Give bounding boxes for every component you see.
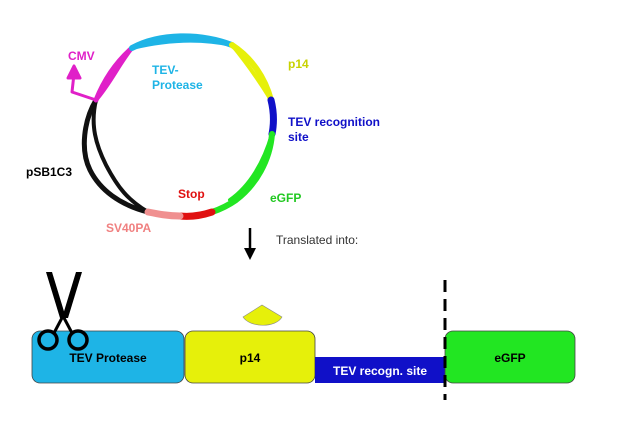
- cmv-promoter-arrow-icon: [66, 64, 97, 102]
- label-egfp: eGFP: [270, 191, 301, 205]
- translated-caption: Translated into:: [276, 233, 358, 247]
- domain-tev-site-label: TEV recogn. site: [333, 364, 427, 378]
- domain-tev-site: [315, 357, 445, 383]
- segment-backbone: [81, 97, 151, 215]
- segment-egfp-strand: [228, 132, 274, 202]
- domain-tev-protease-label: TEV Protease: [69, 351, 147, 365]
- label-tev-protease-2: Protease: [152, 78, 203, 92]
- segment-egfp: [209, 131, 275, 215]
- protein-construct: TEV Protease p14 TEV recogn. site eGFP: [31, 304, 576, 384]
- down-arrow-icon: [244, 228, 256, 260]
- label-p14: p14: [288, 57, 309, 71]
- segment-stop: [176, 208, 216, 220]
- p14-cap-shape: [242, 304, 283, 326]
- segment-tev-site: [267, 96, 277, 138]
- plasmid-ring: [81, 33, 277, 220]
- domain-p14-label: p14: [240, 351, 261, 365]
- scissors-icon: [37, 272, 89, 351]
- label-stop: Stop: [178, 187, 205, 201]
- segment-p14-strand: [230, 43, 273, 102]
- label-tev-site-2: site: [288, 130, 309, 144]
- segment-cmv-strand: [94, 46, 134, 102]
- segment-tev-protease-strand: [130, 38, 234, 50]
- label-cmv: CMV: [68, 49, 95, 63]
- label-tev-protease-1: TEV-: [152, 63, 179, 77]
- segment-backbone-strand: [91, 98, 150, 214]
- label-tev-site-1: TEV recognition: [288, 115, 380, 129]
- label-sv40pa: SV40PA: [106, 221, 151, 235]
- domain-egfp-label: eGFP: [494, 351, 525, 365]
- label-backbone: pSB1C3: [26, 165, 72, 179]
- segment-sv40pa: [144, 208, 184, 220]
